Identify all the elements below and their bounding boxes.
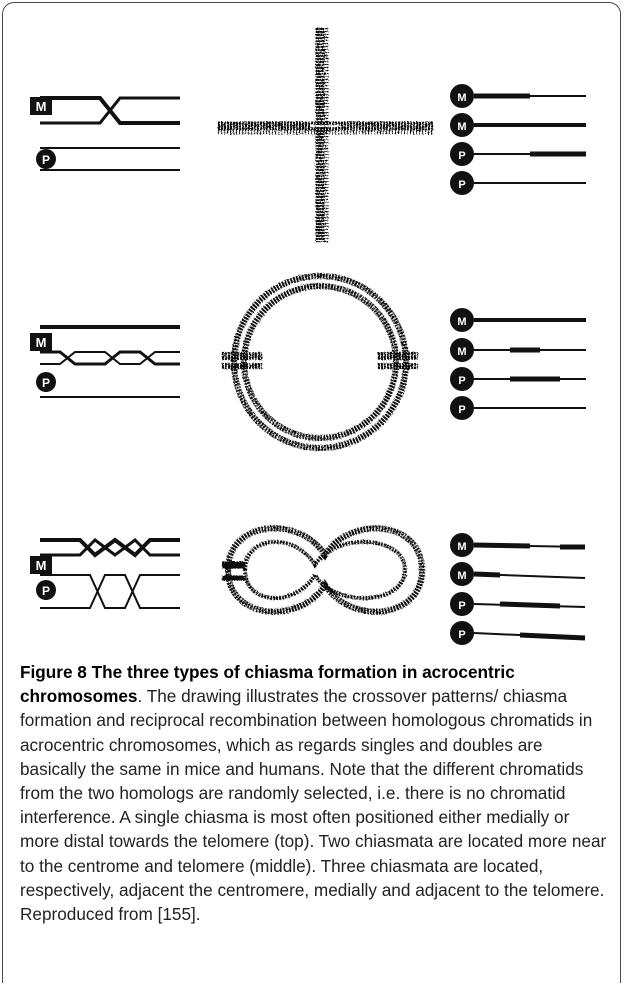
paternal-label: P [42, 153, 50, 167]
svg-text:P: P [458, 600, 465, 612]
chromatid-3: P [450, 592, 585, 616]
row-triple-chiasmata: M P M M [30, 528, 585, 645]
chromatid-2: M [450, 338, 586, 362]
recombinant-chromatids: M M P P [450, 533, 585, 645]
svg-text:M: M [457, 570, 466, 582]
paternal-label-badge: P [36, 149, 56, 169]
bivalent-figure-eight [222, 528, 422, 611]
chiasma-diagram: M P M M P [0, 0, 624, 650]
svg-text:P: P [458, 375, 465, 387]
crossover-schematic [40, 327, 180, 397]
svg-text:P: P [42, 376, 50, 390]
svg-text:M: M [36, 558, 47, 573]
svg-text:M: M [457, 346, 466, 358]
svg-text:P: P [458, 179, 465, 191]
chromatid-1: M [450, 84, 586, 108]
crossover-schematic [40, 98, 180, 170]
row-single-chiasma: M P M M P [30, 28, 586, 242]
bivalent-ring [222, 276, 418, 448]
svg-text:M: M [457, 541, 466, 553]
figure-label: Figure 8 [20, 662, 87, 682]
paternal-label-badge: P [36, 372, 56, 392]
bivalent-cross [218, 28, 433, 242]
maternal-label-badge: M [30, 333, 52, 351]
svg-text:P: P [458, 150, 465, 162]
svg-text:M: M [36, 335, 47, 350]
chromatid-2: M [450, 113, 586, 137]
chromatid-4: P [450, 396, 586, 420]
svg-text:M: M [457, 121, 466, 133]
recombinant-chromatids: M M P P [450, 308, 586, 420]
maternal-label-badge: M [30, 97, 52, 115]
chromatid-4: P [450, 171, 586, 195]
chromatid-1: M [450, 308, 586, 332]
svg-text:M: M [457, 92, 466, 104]
chromatid-3: P [450, 142, 586, 166]
figure-caption: Figure 8 The three types of chiasma form… [20, 660, 612, 926]
chromatid-3: P [450, 367, 586, 391]
svg-text:P: P [458, 404, 465, 416]
maternal-label-badge: M [30, 556, 52, 574]
crossover-schematic [40, 540, 180, 608]
row-double-chiasmata: M P M M [30, 276, 586, 448]
figure-body: . The drawing illustrates the crossover … [20, 686, 606, 924]
svg-text:M: M [457, 316, 466, 328]
svg-text:P: P [458, 629, 465, 641]
chromatid-1: M [450, 533, 585, 557]
paternal-label-badge: P [36, 580, 56, 600]
chromatid-2: M [450, 562, 585, 586]
maternal-label: M [36, 99, 47, 114]
svg-text:P: P [42, 584, 50, 598]
chromatid-4: P [450, 621, 585, 645]
recombinant-chromatids: M M P P [450, 84, 586, 195]
